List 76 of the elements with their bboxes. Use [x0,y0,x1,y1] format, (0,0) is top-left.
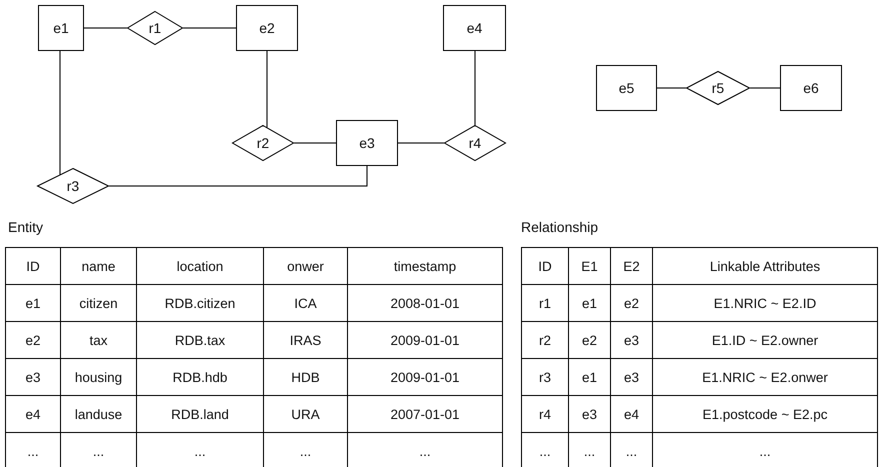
table-cell: ... [6,432,60,467]
table-cell: e1 [6,284,60,322]
node-label: r5 [712,80,724,96]
table-title: Entity [8,219,44,235]
table-cell: HDB [264,358,348,396]
header-cell: onwer [264,248,348,284]
table-cell: E1.postcode ~ E2.pc [652,396,878,432]
table-cell: e4 [610,396,652,432]
table-title: Relationship [521,219,598,235]
connector-line [294,142,336,144]
table-cell: housing [60,358,136,396]
connector-line [266,50,268,128]
connector-line [398,142,444,144]
node-label: e1 [53,20,69,36]
table-cell: citizen [60,284,136,322]
table-cell: E1.ID ~ E2.owner [652,322,878,358]
header-cell: ID [6,248,60,284]
node-label: e3 [359,135,375,151]
entity-box [596,65,657,111]
node-label: r1 [148,20,162,36]
relationship-diamond [37,168,109,204]
entity-box [236,5,298,51]
table-cell: RDB.hdb [136,358,264,396]
table-cell: landuse [60,396,136,432]
table-cell: RDB.citizen [136,284,264,322]
table-cell: E1.NRIC ~ E2.onwer [652,358,878,396]
header-cell: Linkable Attributes [652,248,878,284]
relationship-diamond [444,125,506,161]
node-label: e6 [803,80,819,96]
table-cell: 2008-01-01 [348,284,502,322]
node-label: e4 [466,20,482,36]
table-cell: 2009-01-01 [348,322,502,358]
header-cell: name [60,248,136,284]
table-cell: e2 [610,284,652,322]
table-cell: e4 [6,396,60,432]
table-cell: r1 [522,284,568,322]
relationship-diamond [686,71,750,105]
node-label: r3 [66,178,80,194]
header-cell: E2 [610,248,652,284]
table-cell: ICA [264,284,348,322]
header-cell: ID [522,248,568,284]
entity-box [336,120,398,166]
table-cell: e2 [568,322,610,358]
node-label: r2 [256,135,270,151]
table-cell: 2009-01-01 [348,358,502,396]
entity-box [38,5,84,51]
header-cell: E1 [568,248,610,284]
connector-line [474,50,476,126]
table-cell: r2 [522,322,568,358]
relationship-diamond [127,11,183,45]
table-cell: e2 [6,322,60,358]
entity-box [780,65,842,111]
table-cell: IRAS [264,322,348,358]
table-cell: e3 [6,358,60,396]
node-label: e2 [259,20,275,36]
node-label: r4 [468,135,482,151]
table-cell: e1 [568,284,610,322]
table-cell: e3 [610,322,652,358]
table-cell: RDB.tax [136,322,264,358]
relationship-diamond [232,125,294,161]
entity-box [443,5,506,51]
header-cell: timestamp [348,248,502,284]
table-cell: r3 [522,358,568,396]
table-cell: e3 [568,396,610,432]
table-cell: e3 [610,358,652,396]
table-cell: URA [264,396,348,432]
node-label: e5 [618,80,634,96]
table-cell: 2007-01-01 [348,396,502,432]
header-cell: location [136,248,264,284]
table-cell: RDB.land [136,396,264,432]
table-cell: tax [60,322,136,358]
table-cell: r4 [522,396,568,432]
table-cell: ... [522,432,568,467]
connector-line [108,166,368,186]
table-cell: E1.NRIC ~ E2.ID [652,284,878,322]
table-cell: e1 [568,358,610,396]
